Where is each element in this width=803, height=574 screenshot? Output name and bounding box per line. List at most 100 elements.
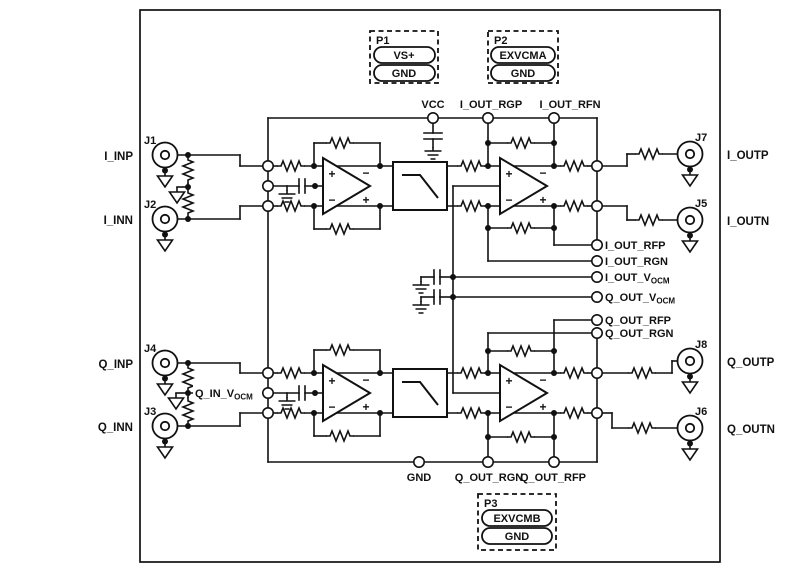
resistor <box>634 214 664 226</box>
jack-designators: J1 J2 J4 J3 J7 J5 J8 J6 <box>144 132 707 418</box>
jack-label-j1: J1 <box>144 135 156 147</box>
port-label-i-outn: I_OUTN <box>727 216 769 228</box>
lowpass-curve-icon <box>402 174 439 199</box>
fda-amplifier-i1: + − − + <box>322 156 372 216</box>
port-label-i-inp: I_INP <box>104 151 133 163</box>
header-pin-label: GND <box>392 68 417 80</box>
resistor <box>182 155 194 185</box>
ground-flat-icon <box>411 300 431 314</box>
port-label-q-inn: Q_INN <box>98 422 133 434</box>
resistor <box>506 431 536 443</box>
port-label-i-outp: I_OUTP <box>727 150 769 162</box>
header-name: P3 <box>484 498 497 510</box>
fda-amplifier-q1: + − − + <box>322 363 372 423</box>
header-pin <box>481 527 553 545</box>
ground-flat-icon <box>423 146 443 160</box>
resistor <box>325 137 355 149</box>
amp-in-plus: + <box>328 374 335 388</box>
header-outline <box>487 30 559 84</box>
header-pin-label: EXVCMB <box>493 513 540 525</box>
resistor <box>559 200 589 212</box>
amp-in-minus: − <box>328 193 335 207</box>
amp-in-plus: + <box>505 167 512 181</box>
jack-label-j2: J2 <box>144 199 156 211</box>
wires-outputs <box>601 153 679 429</box>
resistor <box>325 430 355 442</box>
resistor <box>559 367 589 379</box>
lowpass-filter-block-q <box>392 368 448 418</box>
header-name: P1 <box>376 35 389 47</box>
label-background <box>193 385 262 399</box>
net-label-gnd: GND <box>407 472 432 484</box>
amp-in-minus: − <box>505 400 512 414</box>
ground-arrow-icon <box>168 186 186 204</box>
sma-jack-j3 <box>151 412 179 459</box>
ground-flat-icon <box>277 189 297 203</box>
resistor <box>456 160 486 172</box>
resistor <box>627 367 657 379</box>
header-p1: P1 VS+ GND <box>369 30 439 84</box>
net-label-i-out-rgp: I_OUT_RGP <box>460 99 522 111</box>
lowpass-filter-block-i <box>392 161 448 211</box>
rail-labels: VCC I_OUT_RGP I_OUT_RFN GND Q_OUT_RGN Q_… <box>407 99 601 484</box>
jack-label-j8: J8 <box>695 339 707 351</box>
amp-triangle <box>499 363 549 423</box>
net-label-q-in-vocm: Q_IN_VOCM <box>195 388 253 402</box>
header-p3: P3 EXVCMB GND <box>477 493 557 551</box>
filter-box <box>392 161 448 211</box>
header-pin <box>373 46 436 64</box>
resistor <box>182 396 194 426</box>
amp-in-minus: − <box>505 193 512 207</box>
lowpass-curve-icon <box>402 381 439 406</box>
sma-jack-j6 <box>676 414 704 461</box>
amp-triangle <box>499 156 549 216</box>
fda-amplifier-q2: + − − + <box>499 363 549 423</box>
jack-label-j7: J7 <box>695 132 707 144</box>
resistor <box>506 222 536 234</box>
resistor <box>182 363 194 393</box>
fda-amplifier-i2: + − − + <box>499 156 549 216</box>
amp-out-minus: − <box>362 373 369 387</box>
wires-amp1-feedback <box>313 142 381 437</box>
resistor <box>634 148 664 160</box>
wires-amp1-vocm-caps <box>272 178 324 401</box>
amp-out-plus: + <box>539 193 546 207</box>
amp-out-minus: − <box>539 166 546 180</box>
sma-jack-j2 <box>151 205 179 252</box>
amp-triangle <box>322 363 372 423</box>
amp-out-plus: + <box>362 193 369 207</box>
sma-jack-j4 <box>151 349 179 396</box>
sma-jack-j8 <box>676 347 704 394</box>
amp-out-plus: + <box>362 400 369 414</box>
header-pin-label: GND <box>505 531 530 543</box>
header-pin <box>490 46 556 64</box>
port-label-q-outn: Q_OUTN <box>727 424 775 436</box>
net-label-q-out-rgn-bottom: Q_OUT_RGN <box>455 472 524 484</box>
resistor <box>456 200 486 212</box>
port-label-q-outp: Q_OUTP <box>727 357 775 369</box>
port-label-q-inp: Q_INP <box>98 359 133 371</box>
resistor <box>627 422 657 434</box>
resistor <box>276 367 306 379</box>
amp-in-plus: + <box>328 167 335 181</box>
net-label-i-out-rfn: I_OUT_RFN <box>539 99 600 111</box>
resistor <box>276 160 306 172</box>
wires-vocm-bus <box>420 185 593 394</box>
resistor <box>276 407 306 419</box>
jack-label-j5: J5 <box>695 198 707 210</box>
header-outline <box>369 30 439 84</box>
resistor <box>456 367 486 379</box>
header-pin-label: VS+ <box>393 50 414 62</box>
testpoint-labels: I_OUT_RFP I_OUT_RGN I_OUT_VOCM Q_OUT_VOC… <box>193 240 675 402</box>
filter-box <box>392 368 448 418</box>
net-label-q-out-rgn: Q_OUT_RGN <box>605 328 674 340</box>
port-label-i-inn: I_INN <box>104 215 133 227</box>
header-outline <box>477 493 557 551</box>
net-label-q-out-rfp-bottom: Q_OUT_RFP <box>520 472 586 484</box>
header-pin <box>481 509 553 527</box>
header-p2: P2 EXVCMA GND <box>487 30 559 84</box>
ground-flat-icon <box>411 280 431 294</box>
amp-triangle <box>322 156 372 216</box>
